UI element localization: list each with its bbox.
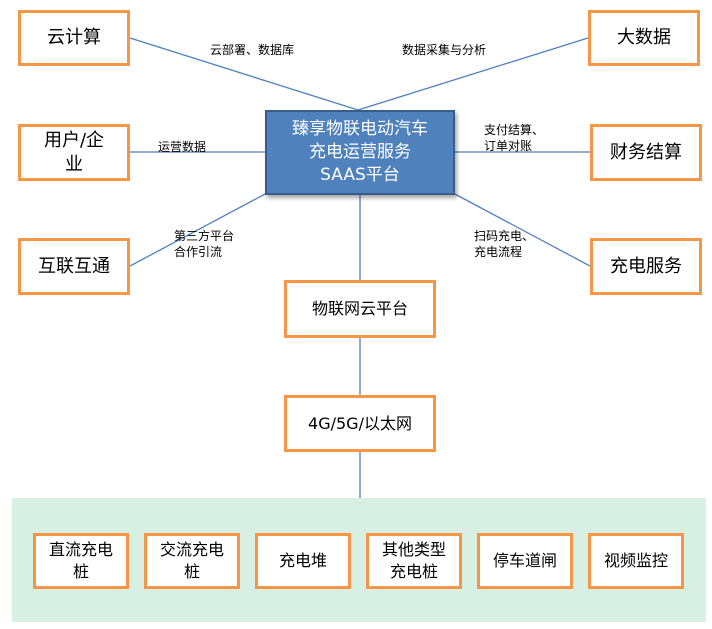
- device-video-monitor: 视频监控: [588, 533, 684, 589]
- edge-label-operation-data: 运营数据: [158, 140, 207, 154]
- node-user-enterprise: 用户/企 业: [18, 124, 130, 181]
- device-charging-stack: 充电堆: [255, 533, 351, 589]
- connector-cloud-computing: [129, 37, 359, 111]
- device-dc-charger: 直流充电 桩: [33, 533, 129, 589]
- connector-charging-service: [452, 192, 591, 267]
- edge-label-cloud-deploy: 云部署、数据库: [210, 43, 295, 57]
- connector-big-data: [357, 37, 589, 111]
- node-network: 4G/5G/以太网: [284, 395, 436, 452]
- edge-label-third-party: 第三方平台 合作引流: [174, 229, 235, 259]
- node-charging-service: 充电服务: [590, 238, 702, 295]
- node-saas-platform: 臻享物联电动汽车 充电运营服务 SAAS平台: [265, 110, 455, 195]
- device-parking-barrier: 停车道闸: [477, 533, 573, 589]
- edge-label-payment: 支付结算、 订单对账: [484, 123, 545, 153]
- node-cloud-computing: 云计算: [18, 10, 130, 66]
- node-finance-settlement: 财务结算: [590, 124, 702, 181]
- edge-label-data-collection: 数据采集与分析: [402, 43, 487, 57]
- device-ac-charger: 交流充电 桩: [144, 533, 240, 589]
- node-interconnect: 互联互通: [18, 238, 130, 295]
- device-other-charger: 其他类型 充电桩: [366, 533, 462, 589]
- edge-label-scan-charge: 扫码充电、 充电流程: [474, 229, 535, 259]
- connector-interconnect: [129, 192, 268, 267]
- node-big-data: 大数据: [588, 10, 700, 66]
- node-iot-cloud: 物联网云平台: [284, 280, 436, 338]
